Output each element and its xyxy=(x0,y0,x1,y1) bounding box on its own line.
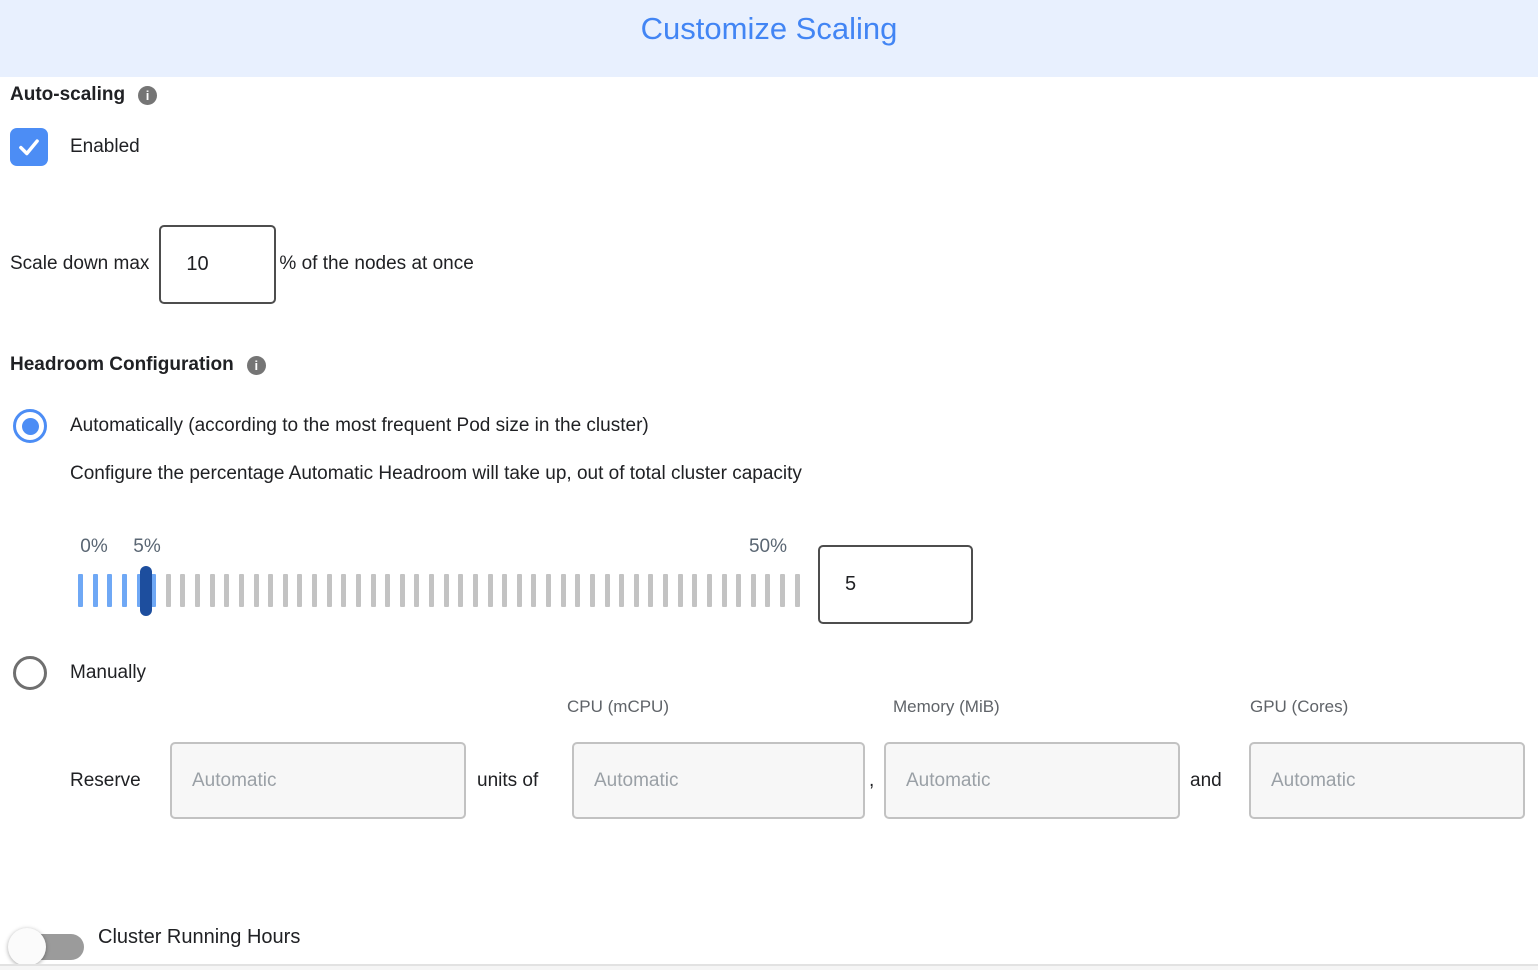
slider-tick xyxy=(487,574,493,607)
reserve-gpu-input[interactable] xyxy=(1249,742,1525,819)
slider-tick xyxy=(268,574,274,607)
enabled-checkbox[interactable] xyxy=(10,128,48,166)
auto-scaling-enabled-row: Enabled xyxy=(10,128,140,166)
slider-tick xyxy=(633,574,639,607)
radio-dot xyxy=(21,417,39,435)
cluster-running-hours-toggle[interactable] xyxy=(8,919,96,966)
slider-tick xyxy=(780,574,785,607)
slider-tick xyxy=(107,574,113,607)
headroom-slider-thumb[interactable] xyxy=(140,566,152,616)
slider-tick xyxy=(750,574,756,607)
scale-down-row: Scale down max % of the nodes at once xyxy=(10,224,474,304)
slider-tick xyxy=(458,574,464,607)
checkmark-icon xyxy=(19,139,39,156)
bottom-strip xyxy=(0,966,1538,970)
headroom-automatic-option-row: Automatically (according to the most fre… xyxy=(13,409,649,443)
reserve-memory-input[interactable] xyxy=(884,742,1180,819)
slider-tick xyxy=(195,574,200,607)
units-of-label: units of xyxy=(477,769,539,791)
reserve-cpu-input[interactable] xyxy=(572,742,865,819)
slider-tick xyxy=(385,574,391,607)
memory-column-header: Memory (MiB) xyxy=(893,697,1000,716)
slider-tick xyxy=(224,574,230,607)
slider-tick xyxy=(429,574,434,607)
slider-tick xyxy=(180,574,186,607)
cpu-column-header: CPU (mCPU) xyxy=(567,697,669,716)
slider-tick xyxy=(443,574,449,607)
headroom-slider-track[interactable] xyxy=(78,574,800,607)
slider-tick xyxy=(736,574,742,607)
slider-tick xyxy=(370,574,376,607)
slider-tick xyxy=(516,574,522,607)
slider-tick xyxy=(706,574,712,607)
headroom-auto-description: Configure the percentage Automatic Headr… xyxy=(70,463,802,484)
slider-tick xyxy=(472,574,478,607)
slider-tick xyxy=(399,574,405,607)
automatic-option-label: Automatically (according to the most fre… xyxy=(70,415,649,436)
slider-tick xyxy=(560,574,566,607)
slider-tick xyxy=(253,574,259,607)
slider-tick xyxy=(92,574,98,607)
scale-down-max-input[interactable] xyxy=(159,224,277,304)
slider-tick xyxy=(355,574,361,607)
slider-tick xyxy=(677,574,683,607)
slider-tick xyxy=(136,574,142,607)
slider-tick xyxy=(209,574,215,607)
slider-tick xyxy=(663,574,668,607)
cluster-running-hours-label: Cluster Running Hours xyxy=(98,926,301,948)
auto-scaling-section-header: Auto-scaling i xyxy=(10,84,158,106)
slider-tick xyxy=(312,574,317,607)
slider-max-label: 50% xyxy=(748,536,788,557)
slider-tick xyxy=(121,574,127,607)
headroom-configuration-label: Headroom Configuration xyxy=(10,354,234,375)
panel-title: Customize Scaling xyxy=(640,11,898,46)
slider-tick xyxy=(546,574,551,607)
automatic-radio[interactable] xyxy=(13,409,47,443)
slider-tick xyxy=(341,574,347,607)
slider-tick xyxy=(165,574,171,607)
slider-tick xyxy=(619,574,625,607)
slider-tick xyxy=(414,574,420,607)
bottom-divider xyxy=(0,964,1538,966)
reserve-label: Reserve xyxy=(70,769,141,791)
slider-tick xyxy=(794,574,800,607)
slider-tick xyxy=(648,574,654,607)
slider-tick xyxy=(238,574,244,607)
scale-down-suffix-label: % of the nodes at once xyxy=(279,253,474,274)
headroom-percentage-input[interactable] xyxy=(818,545,973,624)
slider-tick xyxy=(765,574,771,607)
slider-min-label: 0% xyxy=(80,536,108,557)
slider-tick xyxy=(589,574,595,607)
slider-tick xyxy=(692,574,698,607)
info-icon[interactable]: i xyxy=(246,355,266,375)
auto-scaling-label: Auto-scaling xyxy=(10,84,126,105)
headroom-section-header: Headroom Configuration i xyxy=(10,354,266,376)
and-label: and xyxy=(1190,769,1222,791)
slider-tick xyxy=(502,574,508,607)
scale-down-prefix-label: Scale down max xyxy=(10,253,150,274)
slider-tick xyxy=(151,574,157,607)
slider-tick xyxy=(78,574,83,607)
info-icon[interactable]: i xyxy=(138,85,158,105)
gpu-column-header: GPU (Cores) xyxy=(1250,697,1349,716)
comma-separator: , xyxy=(869,769,875,791)
slider-tick xyxy=(721,574,727,607)
enabled-label: Enabled xyxy=(70,136,140,157)
slider-current-label: 5% xyxy=(133,536,161,557)
panel-header: Customize Scaling xyxy=(0,0,1538,77)
slider-tick xyxy=(531,574,537,607)
toggle-knob xyxy=(8,928,46,966)
manually-option-label: Manually xyxy=(70,662,147,683)
slider-tick xyxy=(282,574,288,607)
slider-tick xyxy=(604,574,610,607)
slider-tick xyxy=(297,574,303,607)
manually-radio[interactable] xyxy=(13,656,47,690)
slider-tick xyxy=(575,574,581,607)
reserve-units-input[interactable] xyxy=(170,742,466,819)
slider-tick xyxy=(326,574,332,607)
headroom-manual-option-row: Manually xyxy=(13,656,146,690)
